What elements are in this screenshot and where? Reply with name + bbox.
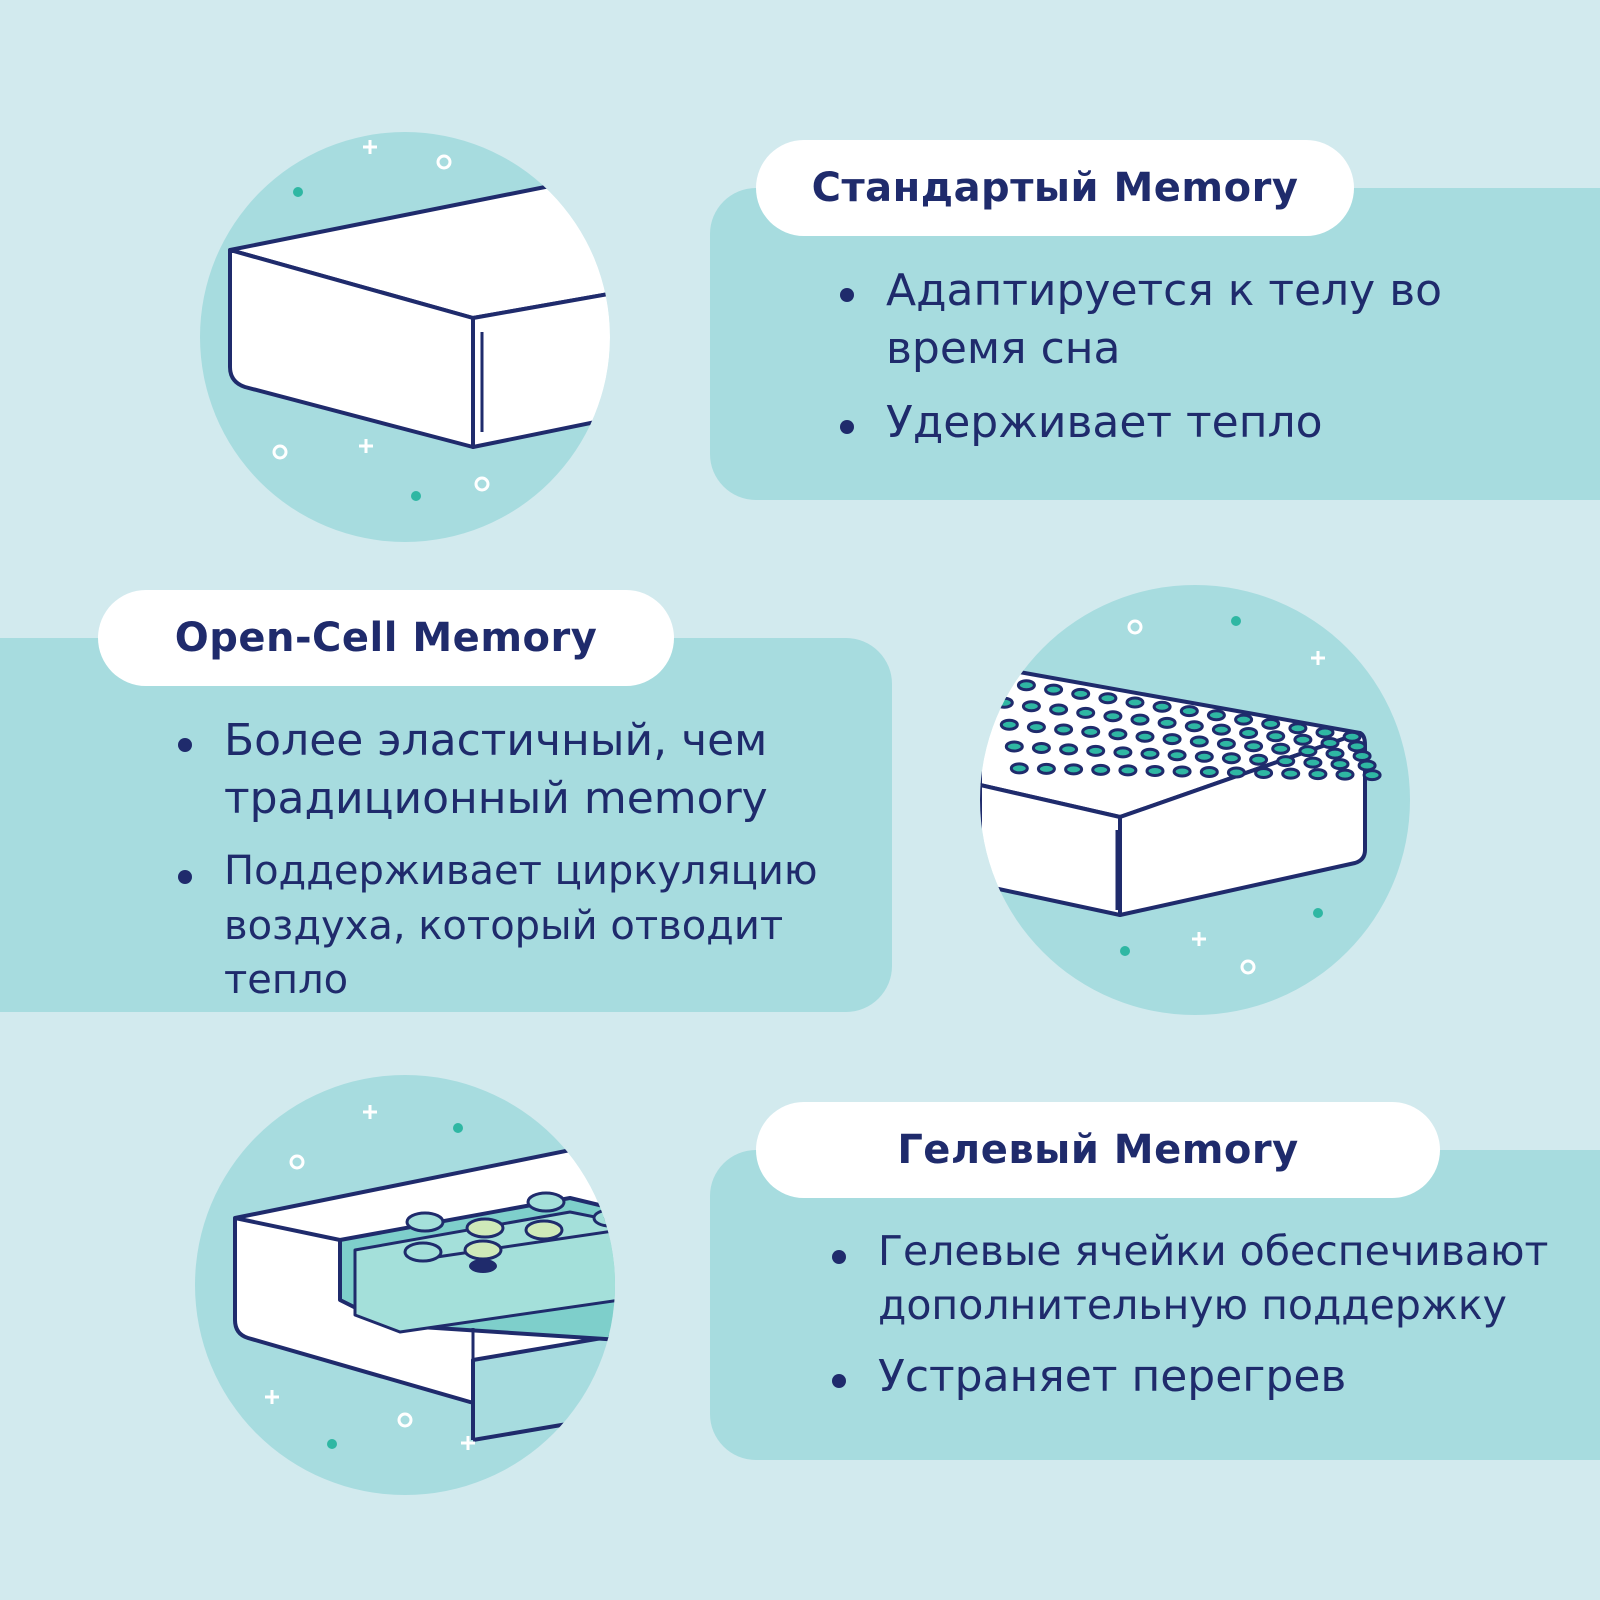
air-cell-hole bbox=[1234, 713, 1254, 726]
gel-memory-panel bbox=[710, 1150, 1600, 1460]
bullet-dot bbox=[832, 1374, 846, 1389]
air-cell-hole bbox=[1086, 744, 1106, 757]
air-cell-hole bbox=[1162, 733, 1182, 746]
air-cell-hole bbox=[1118, 764, 1138, 777]
air-cell-hole bbox=[1152, 700, 1172, 713]
air-cell-hole bbox=[1347, 740, 1367, 753]
air-cell-hole bbox=[1004, 740, 1024, 753]
bullet-item: Гелевые ячейки обеспечивают дополнительн… bbox=[826, 1224, 1566, 1332]
air-cell-hole bbox=[1091, 763, 1111, 776]
air-cell-hole bbox=[1266, 730, 1286, 743]
bullet-item: Устраняет перегрев bbox=[826, 1348, 1566, 1406]
air-cell-hole bbox=[1179, 705, 1199, 718]
air-cell-hole bbox=[1239, 727, 1259, 739]
air-cell-hole bbox=[1125, 696, 1145, 709]
air-cell-hole bbox=[1249, 753, 1269, 766]
air-cell-hole bbox=[1325, 747, 1345, 760]
air-cell-hole bbox=[1293, 733, 1313, 746]
air-cell-hole bbox=[1071, 687, 1091, 700]
bullet-item: Поддерживает циркуляцию воздуха, который… bbox=[172, 844, 862, 1007]
bullet-dot bbox=[178, 870, 192, 885]
standard-memory-title: Стандартый Memory bbox=[756, 140, 1354, 236]
air-cell-hole bbox=[1226, 766, 1246, 779]
air-cell-hole bbox=[1054, 723, 1074, 736]
air-cell-hole bbox=[1320, 737, 1340, 749]
bullet-item: Более эластичный, чем традиционный memor… bbox=[172, 712, 862, 828]
air-cell-hole bbox=[1135, 730, 1155, 743]
air-cell-hole bbox=[1026, 721, 1046, 734]
air-cell-hole bbox=[1021, 700, 1041, 713]
air-cell-hole bbox=[1049, 703, 1069, 716]
air-cell-hole bbox=[1157, 716, 1177, 729]
air-cell-hole bbox=[1342, 730, 1362, 743]
air-cell-hole bbox=[1076, 706, 1096, 719]
air-cell-hole bbox=[1059, 743, 1079, 756]
bullet-item: Адаптируется к телу во время сна bbox=[834, 262, 1554, 378]
air-cell-hole bbox=[1288, 722, 1308, 735]
gel-memory-bullets: Гелевые ячейки обеспечивают дополнительн… bbox=[826, 1224, 1566, 1422]
air-cell-hole bbox=[1261, 717, 1281, 730]
air-cell-hole bbox=[1298, 745, 1318, 758]
air-cell-hole bbox=[1098, 692, 1118, 705]
air-cell-hole bbox=[1244, 740, 1264, 753]
air-cell-hole bbox=[1108, 728, 1128, 741]
standard-memory-panel bbox=[710, 188, 1600, 500]
air-cell-hole bbox=[1221, 752, 1241, 765]
air-cell-hole bbox=[1335, 768, 1355, 781]
air-cell-hole bbox=[1199, 766, 1219, 778]
air-cell-hole bbox=[1276, 755, 1296, 768]
air-cell-hole bbox=[1145, 765, 1165, 777]
air-cell-hole bbox=[1194, 750, 1214, 763]
air-cell-hole bbox=[1036, 762, 1056, 775]
bullet-dot bbox=[840, 420, 854, 435]
open-cell-mattress-icon bbox=[980, 585, 1410, 1015]
air-cell-hole bbox=[1167, 749, 1187, 762]
air-cell-hole bbox=[1081, 725, 1101, 738]
bullet-item: Удерживает тепло bbox=[834, 394, 1554, 452]
air-cell-hole bbox=[999, 718, 1019, 731]
bullet-dot bbox=[832, 1250, 846, 1264]
air-cell-hole bbox=[1009, 762, 1029, 775]
air-cell-hole bbox=[1281, 767, 1301, 780]
air-cell-hole bbox=[1216, 737, 1236, 750]
air-cell-hole bbox=[1303, 756, 1323, 769]
air-cell-hole bbox=[1357, 759, 1377, 772]
gel-memory-title: Гелевый Memory bbox=[756, 1102, 1440, 1198]
air-cell-hole bbox=[1271, 742, 1291, 755]
open-cell-memory-title: Open-Cell Memory bbox=[98, 590, 674, 686]
bullet-dot bbox=[178, 738, 192, 752]
air-cell-hole bbox=[994, 696, 1014, 709]
air-cell-hole bbox=[1308, 768, 1328, 781]
air-cell-hole bbox=[1254, 767, 1274, 779]
gel-mattress-icon bbox=[195, 1075, 615, 1495]
air-cell-hole bbox=[1206, 709, 1226, 722]
air-cell-hole bbox=[1352, 750, 1372, 762]
air-cell-hole bbox=[1330, 758, 1350, 771]
air-cell-hole bbox=[1211, 723, 1231, 736]
air-cell-hole bbox=[1184, 720, 1204, 733]
air-cell-hole bbox=[1031, 742, 1051, 754]
air-cell-hole bbox=[1016, 679, 1036, 692]
standard-mattress-icon bbox=[200, 132, 610, 542]
air-cell-hole bbox=[1362, 769, 1382, 782]
air-cell-hole bbox=[1189, 735, 1209, 748]
air-cell-hole bbox=[1103, 710, 1123, 723]
open-cell-memory-bullets: Более эластичный, чем традиционный memor… bbox=[172, 712, 862, 1023]
air-cell-hole bbox=[1044, 683, 1064, 696]
air-cell-hole bbox=[1140, 747, 1160, 760]
air-cell-hole bbox=[1064, 763, 1084, 776]
air-cell-hole bbox=[1130, 713, 1150, 726]
bullet-dot bbox=[840, 288, 854, 302]
open-cell-memory-panel bbox=[0, 638, 892, 1012]
standard-memory-bullets: Адаптируется к телу во время сна Удержив… bbox=[834, 262, 1554, 468]
air-cell-hole bbox=[1315, 726, 1335, 739]
air-cell-hole bbox=[1113, 746, 1133, 759]
air-cell-hole bbox=[1172, 765, 1192, 778]
air-cell-hole bbox=[989, 675, 1009, 687]
